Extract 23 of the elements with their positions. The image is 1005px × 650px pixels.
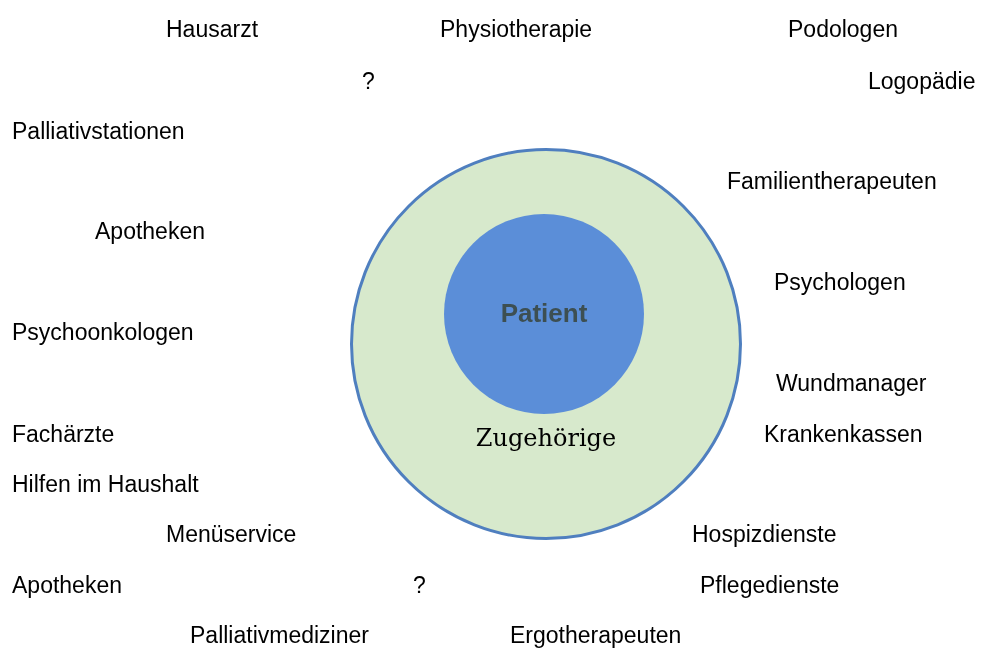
service-label: Logopädie (868, 70, 976, 93)
service-label: Ergotherapeuten (510, 624, 682, 647)
service-label: Fachärzte (12, 423, 115, 446)
service-label: Psychologen (774, 271, 906, 294)
service-label: Pflegedienste (700, 574, 840, 597)
service-label: Apotheken (95, 220, 205, 243)
service-label: ? (413, 574, 426, 597)
service-label: ? (362, 70, 375, 93)
service-label: Krankenkassen (764, 423, 923, 446)
service-label: Menüservice (166, 523, 297, 546)
service-label: Psychoonkologen (12, 321, 194, 344)
service-label: Palliativstationen (12, 120, 185, 143)
service-label: Wundmanager (776, 372, 927, 395)
service-label: Hausarzt (166, 18, 259, 41)
service-label: Hospizdienste (692, 523, 837, 546)
service-label: Hilfen im Haushalt (12, 473, 199, 496)
service-label: Physiotherapie (440, 18, 593, 41)
circle-label: Patient (500, 300, 588, 326)
service-label: Palliativmediziner (190, 624, 369, 647)
service-label: Apotheken (12, 574, 122, 597)
circle-label: Zugehörige (475, 426, 617, 450)
service-label: Familientherapeuten (727, 170, 937, 193)
service-label: Podologen (788, 18, 898, 41)
